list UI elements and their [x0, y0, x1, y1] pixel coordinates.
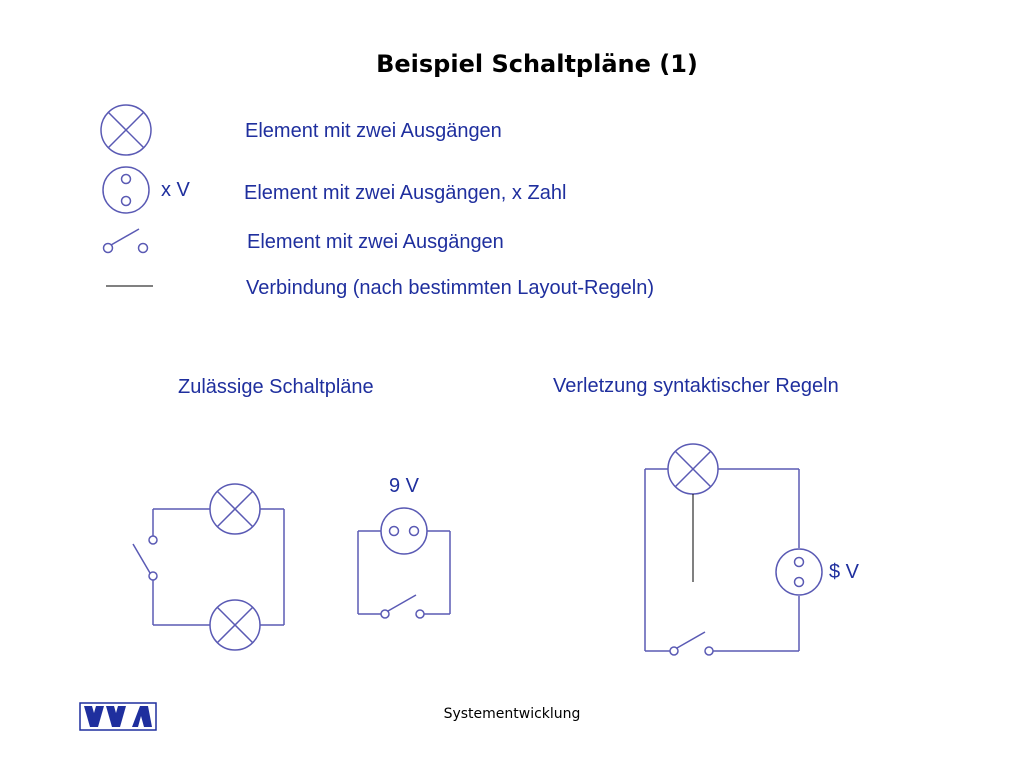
- slide-title: Beispiel Schaltpläne (1): [376, 50, 698, 78]
- switch-contact-icon: [669, 646, 679, 656]
- legend-lamp-label: Element mit zwei Ausgängen: [245, 120, 502, 142]
- legend-source-symbol: x V: [161, 179, 190, 201]
- section-invalid-heading: Verletzung syntaktischer Regeln: [553, 375, 839, 397]
- legend-switch-label: Element mit zwei Ausgängen: [247, 231, 504, 253]
- legend-lamp-icon: [100, 104, 152, 156]
- source-icon: [380, 507, 428, 555]
- switch-contact-icon: [148, 535, 158, 545]
- institute-logo: [79, 702, 157, 731]
- invalid-circuit: [644, 443, 823, 656]
- source-icon: [775, 548, 823, 596]
- switch-contact-icon: [380, 609, 390, 619]
- section-valid-heading: Zulässige Schaltpläne: [178, 376, 374, 398]
- switch-contact-icon: [704, 646, 714, 656]
- footer-label: Systementwicklung: [443, 706, 581, 722]
- valid-circuit-source: [357, 507, 451, 619]
- legend-source-label: Element mit zwei Ausgängen, x Zahl: [244, 182, 567, 204]
- valid-voltage-label: 9 V: [389, 475, 420, 497]
- valid-circuit-lamps: [132, 483, 285, 651]
- invalid-voltage-label: $ V: [829, 561, 860, 583]
- switch-contact-icon: [148, 571, 158, 581]
- switch-contact-icon: [415, 609, 425, 619]
- legend-source-icon: [102, 166, 150, 214]
- legend-switch-icon: [102, 228, 149, 254]
- lamp-bottom-icon: [209, 599, 261, 651]
- legend-wire-label: Verbindung (nach bestimmten Layout-Regel…: [246, 277, 655, 299]
- lamp-top-icon: [209, 483, 261, 535]
